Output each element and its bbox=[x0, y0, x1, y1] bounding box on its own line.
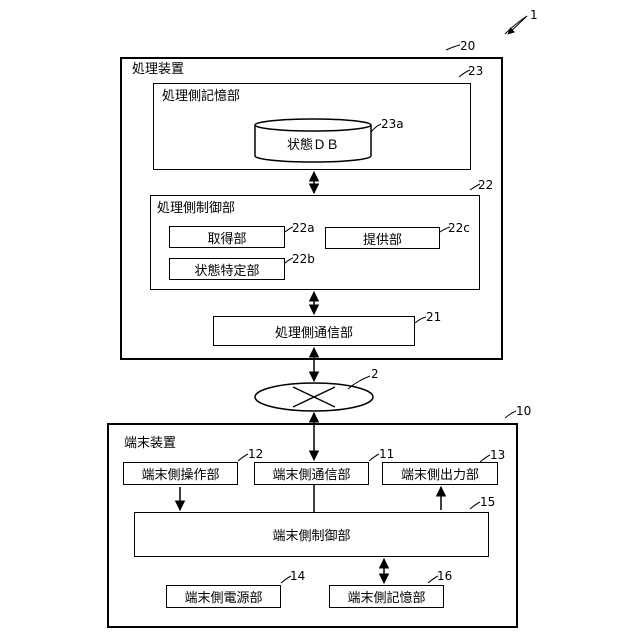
ref-terminal-comm: 11 bbox=[379, 448, 394, 460]
ref-figure: 1 bbox=[530, 9, 538, 21]
ref-provision: 22c bbox=[448, 222, 470, 234]
ref-processing-control: 22 bbox=[478, 179, 493, 191]
ref-acquisition: 22a bbox=[292, 222, 315, 234]
ref-terminal-output: 13 bbox=[490, 449, 505, 461]
ref-terminal-power: 14 bbox=[290, 570, 305, 582]
ref-processing-comm: 21 bbox=[426, 311, 441, 323]
ref-terminal-storage: 16 bbox=[437, 570, 452, 582]
ref-terminal-operation: 12 bbox=[248, 448, 263, 460]
ref-terminal-control: 15 bbox=[480, 496, 495, 508]
ref-terminal-device: 10 bbox=[516, 405, 531, 417]
ref-processing-storage: 23 bbox=[468, 65, 483, 77]
ref-processing-device: 20 bbox=[460, 40, 475, 52]
state-db-label: 状態ＤＢ bbox=[255, 133, 371, 153]
ref-network: 2 bbox=[371, 368, 379, 380]
ref-state-db: 23a bbox=[381, 118, 404, 130]
network-icon bbox=[255, 383, 373, 411]
ref-state-spec: 22b bbox=[292, 253, 315, 265]
